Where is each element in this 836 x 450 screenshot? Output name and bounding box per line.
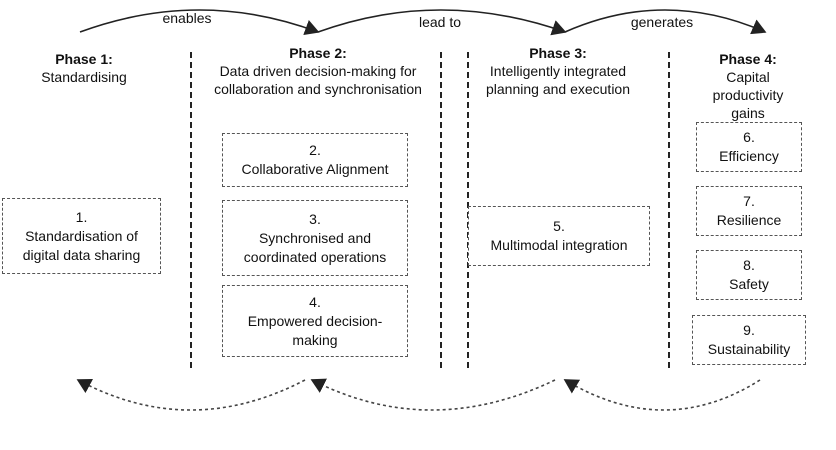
box-efficiency: 6. Efficiency bbox=[696, 122, 802, 172]
box-5-line1: Multimodal integration bbox=[490, 237, 628, 253]
box-synchronised-operations: 3. Synchronised and coordinated operatio… bbox=[222, 200, 408, 276]
box-9-number: 9. bbox=[743, 322, 755, 338]
phase-2-title: Phase 2: bbox=[289, 45, 347, 61]
box-6-line1: Efficiency bbox=[719, 148, 779, 164]
phase-4-header: Phase 4: Capital productivity gains bbox=[704, 50, 792, 122]
phase-1-title: Phase 1: bbox=[55, 51, 113, 67]
box-1-line1: Standardisation of bbox=[25, 227, 138, 244]
phase-divider-1b bbox=[440, 52, 442, 368]
phase-divider-3 bbox=[668, 52, 670, 368]
box-3-number: 3. bbox=[309, 210, 321, 227]
phase-1-header: Phase 1: Standardising bbox=[41, 50, 127, 86]
feedback-arrow-4-to-3 bbox=[563, 379, 761, 411]
phase-3-title: Phase 3: bbox=[529, 45, 587, 61]
box-safety: 8. Safety bbox=[696, 250, 802, 300]
feedback-arrow-2-to-1 bbox=[76, 378, 306, 411]
phase-3-header: Phase 3: Intelligently integrated planni… bbox=[486, 44, 630, 98]
box-1-number: 1. bbox=[75, 208, 88, 225]
box-empowered-decision-making: 4. Empowered decision- making bbox=[222, 285, 408, 357]
box-8-number: 8. bbox=[743, 257, 755, 273]
feedback-arrow-3-to-2 bbox=[310, 378, 556, 411]
box-2-line1: Collaborative Alignment bbox=[241, 161, 389, 177]
arrow-generates bbox=[564, 9, 767, 35]
box-3-line1: Synchronised and bbox=[258, 229, 372, 246]
phase-4-desc-line2: gains bbox=[731, 105, 765, 121]
box-4-number: 4. bbox=[309, 293, 321, 310]
arrow-label-enables: enables bbox=[162, 10, 212, 26]
box-4-line2: making bbox=[292, 331, 338, 348]
box-9-line1: Sustainability bbox=[707, 341, 791, 357]
phase-3-desc-line2: planning and execution bbox=[485, 81, 631, 97]
phase-2-header: Phase 2: Data driven decision-making for… bbox=[214, 44, 422, 98]
arrow-label-lead-to: lead to bbox=[418, 14, 462, 30]
phase-2-desc-line1: Data driven decision-making for bbox=[219, 63, 417, 79]
phase-divider-1a bbox=[190, 52, 192, 368]
box-standardisation: 1. Standardisation of digital data shari… bbox=[2, 198, 161, 274]
box-8-line1: Safety bbox=[729, 276, 769, 292]
arrow-enables bbox=[79, 9, 320, 36]
phase-3-desc-line1: Intelligently integrated bbox=[489, 63, 627, 79]
phase-4-desc-line1: Capital productivity bbox=[712, 69, 784, 103]
box-3-line2: coordinated operations bbox=[243, 248, 387, 265]
box-5-number: 5. bbox=[553, 218, 565, 234]
arrow-lead-to bbox=[317, 9, 567, 36]
phase-4-title: Phase 4: bbox=[719, 51, 777, 67]
box-multimodal-integration: 5. Multimodal integration bbox=[468, 206, 650, 266]
box-sustainability: 9. Sustainability bbox=[692, 315, 806, 365]
box-collaborative-alignment: 2. Collaborative Alignment bbox=[222, 133, 408, 187]
phase-1-desc: Standardising bbox=[41, 69, 127, 85]
box-1-line2: digital data sharing bbox=[22, 246, 141, 263]
arrow-label-generates: generates bbox=[630, 14, 694, 30]
box-2-number: 2. bbox=[309, 142, 321, 158]
box-7-line1: Resilience bbox=[716, 212, 782, 228]
box-6-number: 6. bbox=[743, 129, 755, 145]
box-resilience: 7. Resilience bbox=[696, 186, 802, 236]
phase-2-desc-line2: collaboration and synchronisation bbox=[214, 81, 422, 97]
box-4-line1: Empowered decision- bbox=[247, 312, 383, 329]
box-7-number: 7. bbox=[743, 193, 755, 209]
